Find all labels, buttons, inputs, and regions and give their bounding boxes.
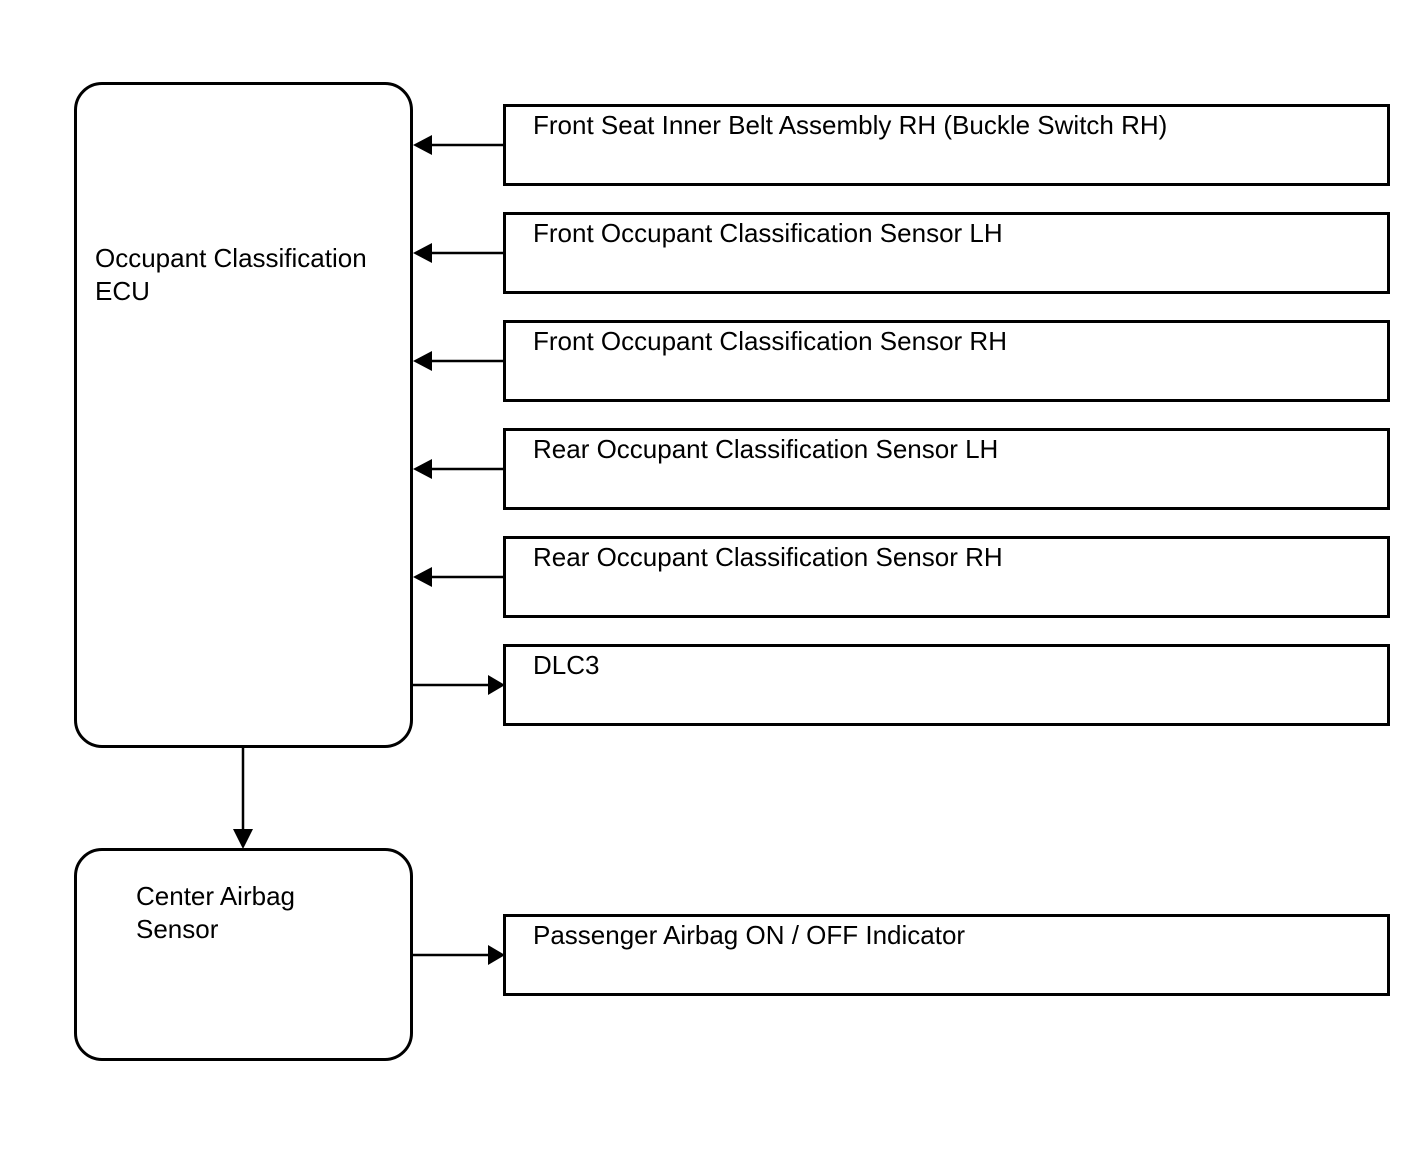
rear-sensor-rh-label: Rear Occupant Classification Sensor RH [533,542,1003,572]
buckle-switch-rh-box: Front Seat Inner Belt Assembly RH (Buckl… [503,104,1390,186]
center-airbag-sensor-label: Center Airbag Sensor [136,881,295,944]
dlc3-box: DLC3 [503,644,1390,726]
occupant-classification-ecu-label: Occupant Classification ECU [95,243,367,306]
arrow-ecu-to-dlc3 [413,675,505,695]
occupant-classification-ecu-box: Occupant Classification ECU [74,82,413,748]
center-airbag-sensor-box: Center Airbag Sensor [74,848,413,1061]
arrow-rear-sensor-lh-to-ecu [413,459,503,479]
rear-sensor-lh-box: Rear Occupant Classification Sensor LH [503,428,1390,510]
front-sensor-rh-box: Front Occupant Classification Sensor RH [503,320,1390,402]
arrow-front-sensor-rh-to-ecu [413,351,503,371]
arrow-front-sensor-lh-to-ecu [413,243,503,263]
buckle-switch-rh-label: Front Seat Inner Belt Assembly RH (Buckl… [533,110,1168,140]
arrow-center-airbag-sensor-to-indicator [413,945,505,965]
dlc3-label: DLC3 [533,650,600,680]
rear-sensor-lh-label: Rear Occupant Classification Sensor LH [533,434,999,464]
passenger-airbag-indicator-label: Passenger Airbag ON / OFF Indicator [533,920,966,950]
front-sensor-lh-box: Front Occupant Classification Sensor LH [503,212,1390,294]
arrow-ecu-to-center-airbag-sensor [233,748,253,849]
front-sensor-rh-label: Front Occupant Classification Sensor RH [533,326,1007,356]
arrow-buckle-switch-to-ecu [413,135,503,155]
arrow-rear-sensor-rh-to-ecu [413,567,503,587]
passenger-airbag-indicator-box: Passenger Airbag ON / OFF Indicator [503,914,1390,996]
rear-sensor-rh-box: Rear Occupant Classification Sensor RH [503,536,1390,618]
front-sensor-lh-label: Front Occupant Classification Sensor LH [533,218,1003,248]
